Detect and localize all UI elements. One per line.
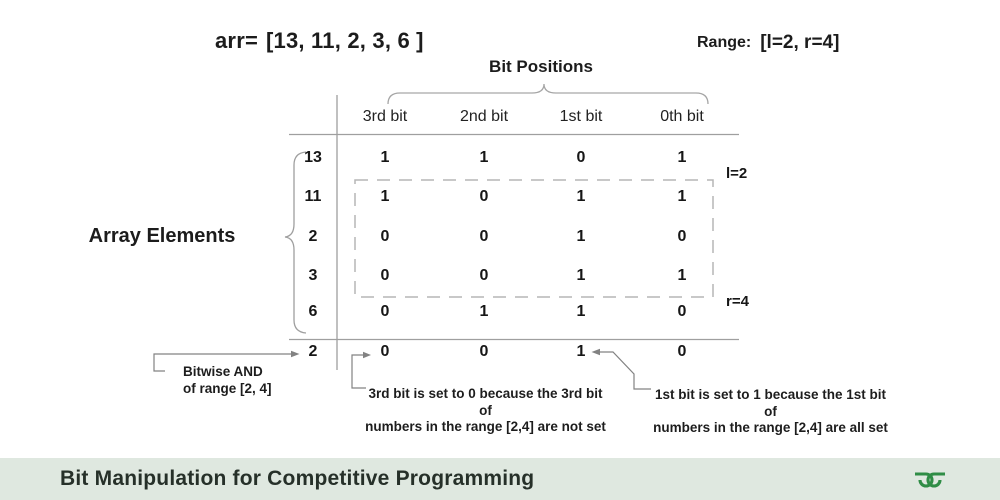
array-declaration: arr= [13, 11, 2, 3, 6 ] xyxy=(215,28,424,54)
result-row-label: 2 xyxy=(308,343,318,360)
array-value: [13, 11, 2, 3, 6 ] xyxy=(266,28,424,53)
column-header-1st-bit: 1st bit xyxy=(559,108,603,125)
bit-cell: 1 xyxy=(677,188,687,205)
bit-cell: 1 xyxy=(576,188,586,205)
result-bit-cell: 0 xyxy=(479,343,489,360)
bit1-annotation-line1: 1st bit is set to 1 because the 1st bit … xyxy=(654,387,887,419)
bit-cell: 0 xyxy=(479,228,489,245)
bit-cell: 0 xyxy=(677,228,687,245)
range-declaration: Range: [l=2, r=4] xyxy=(697,32,839,54)
row-label: 13 xyxy=(304,149,322,166)
column-header-0th-bit: 0th bit xyxy=(660,108,704,125)
bit1-annotation: 1st bit is set to 1 because the 1st bit … xyxy=(648,387,893,437)
result-annotation: Bitwise AND of range [2, 4] xyxy=(183,364,272,397)
column-header-2nd-bit: 2nd bit xyxy=(459,108,509,125)
bit-cell: 1 xyxy=(380,149,390,166)
range-right-marker: r=4 xyxy=(726,293,749,310)
row-label: 2 xyxy=(308,228,318,245)
range-left-marker: l=2 xyxy=(726,165,748,182)
geeksforgeeks-logo-icon xyxy=(915,472,945,488)
array-label: arr= xyxy=(215,28,259,53)
bit-positions-title: Bit Positions xyxy=(489,57,593,76)
result-annotation-line1: Bitwise AND xyxy=(183,364,263,379)
bit-cell: 1 xyxy=(576,303,586,320)
bit-cell: 1 xyxy=(479,149,489,166)
bit-cell: 1 xyxy=(380,188,390,205)
row-label: 6 xyxy=(308,303,318,320)
result-bit-cell: 1 xyxy=(576,343,586,360)
bit-cell: 0 xyxy=(576,149,586,166)
range-value: [l=2, r=4] xyxy=(760,32,840,53)
array-elements-label: Array Elements xyxy=(88,225,236,247)
result-annotation-line2: of range [2, 4] xyxy=(183,380,272,396)
result-bit-cell: 0 xyxy=(677,343,687,360)
range-label: Range: xyxy=(697,34,752,51)
bit-cell: 0 xyxy=(479,267,489,284)
bit-cell: 0 xyxy=(677,303,687,320)
bit3-annotation: 3rd bit is set to 0 because the 3rd bit … xyxy=(363,386,608,436)
footer-title: Bit Manipulation for Competitive Program… xyxy=(60,467,535,490)
row-label: 3 xyxy=(308,267,318,284)
bit-cell: 1 xyxy=(677,149,687,166)
bit-cell: 0 xyxy=(380,228,390,245)
result-bit-cell: 0 xyxy=(380,343,390,360)
column-header-3rd-bit: 3rd bit xyxy=(362,108,408,125)
bit3-annotation-line2: numbers in the range [2,4] are not set xyxy=(365,419,606,434)
bit-cell: 1 xyxy=(677,267,687,284)
bit-cell: 0 xyxy=(380,303,390,320)
row-label: 11 xyxy=(304,188,322,205)
bit-positions-brace xyxy=(387,83,709,105)
footer-bar: Bit Manipulation for Competitive Program… xyxy=(0,458,1000,500)
bit-cell: 0 xyxy=(479,188,489,205)
bit3-annotation-line1: 3rd bit is set to 0 because the 3rd bit … xyxy=(368,386,603,418)
bit-cell: 1 xyxy=(576,228,586,245)
bit-cell: 1 xyxy=(576,267,586,284)
bit-cell: 1 xyxy=(479,303,489,320)
bit-cell: 0 xyxy=(380,267,390,284)
bit1-annotation-line2: numbers in the range [2,4] are all set xyxy=(653,420,888,435)
